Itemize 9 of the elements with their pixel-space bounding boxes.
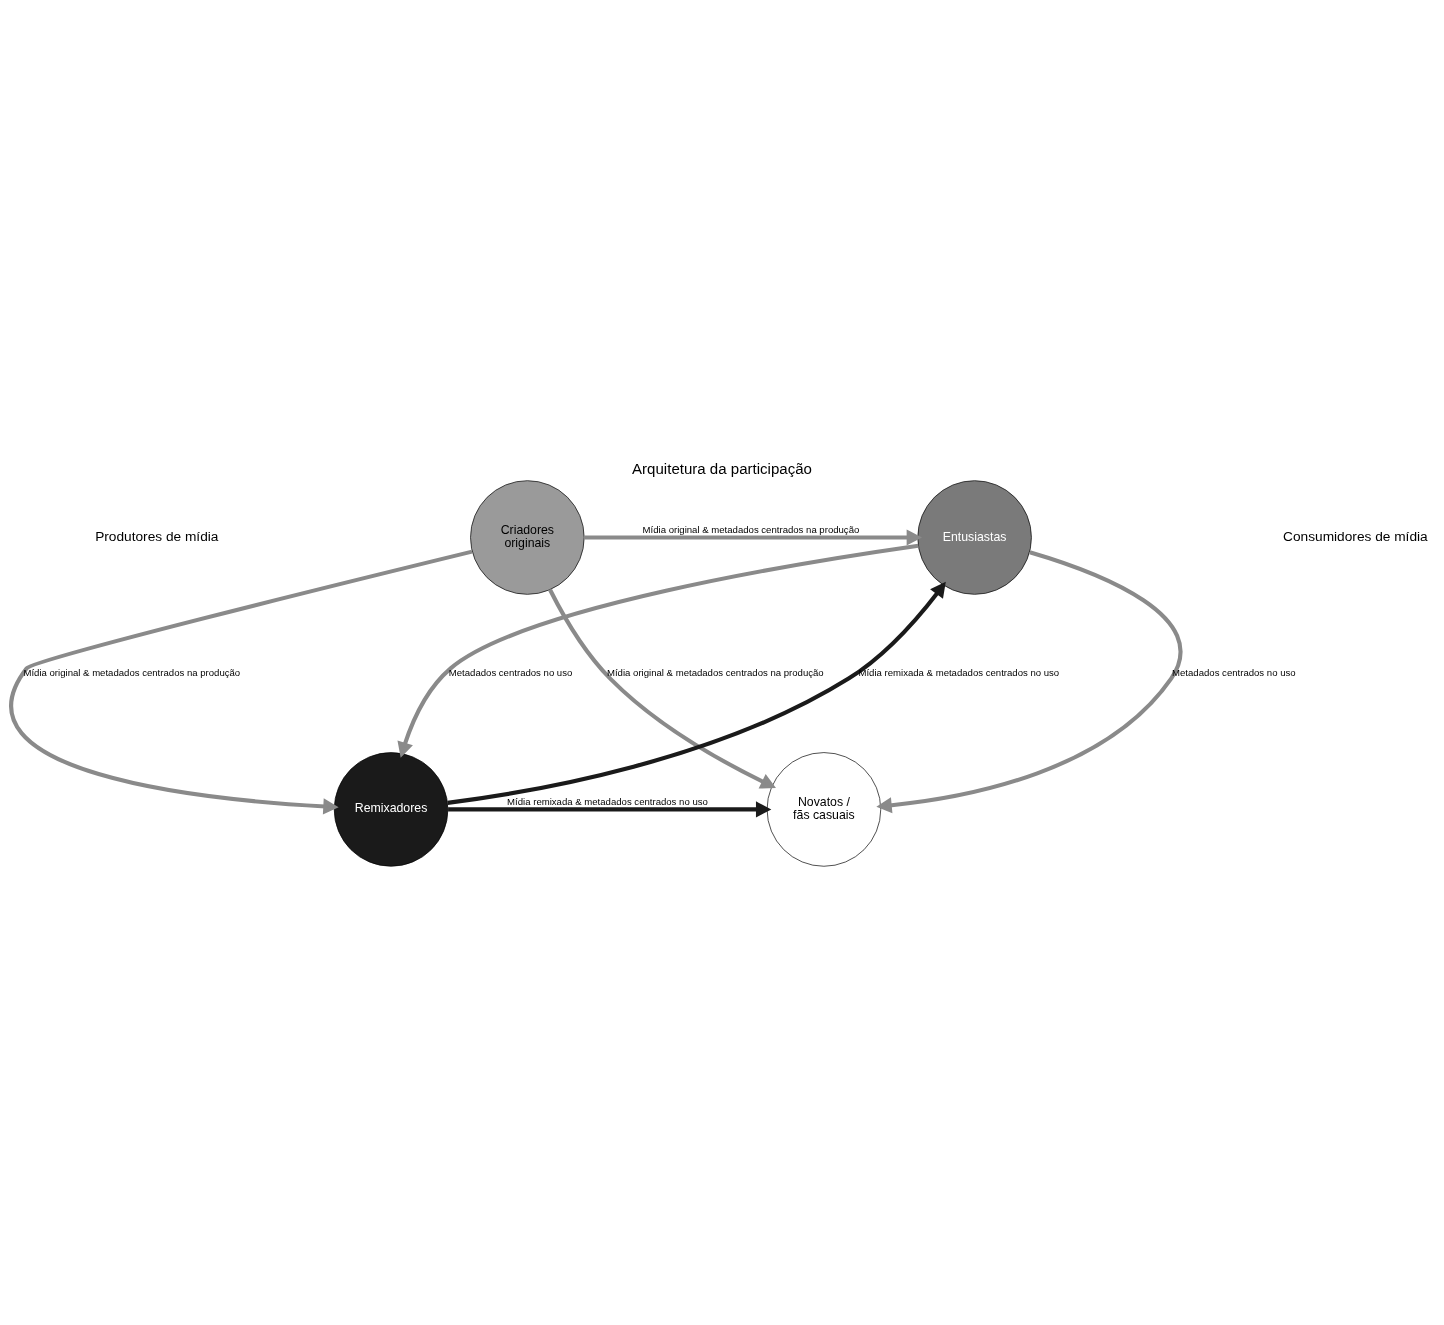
edge-label: Metadados centrados no uso	[1172, 666, 1296, 678]
edge-label: Mídia original & metadados centrados na produção	[23, 666, 241, 678]
edge-label: Mídia original & metadados centrados na produção	[642, 523, 860, 535]
label: Consumidores de mídia	[1283, 528, 1428, 544]
label: Produtores de mídia	[95, 528, 219, 544]
edge-label: Mídia original & metadados centrados na produção	[607, 666, 824, 678]
edge-label: Metadados centrados no uso	[448, 666, 573, 678]
edge-label: Mídia remixada & metadados centrados no uso	[507, 795, 708, 807]
diagram-title: Arquitetura da participação	[632, 459, 812, 477]
